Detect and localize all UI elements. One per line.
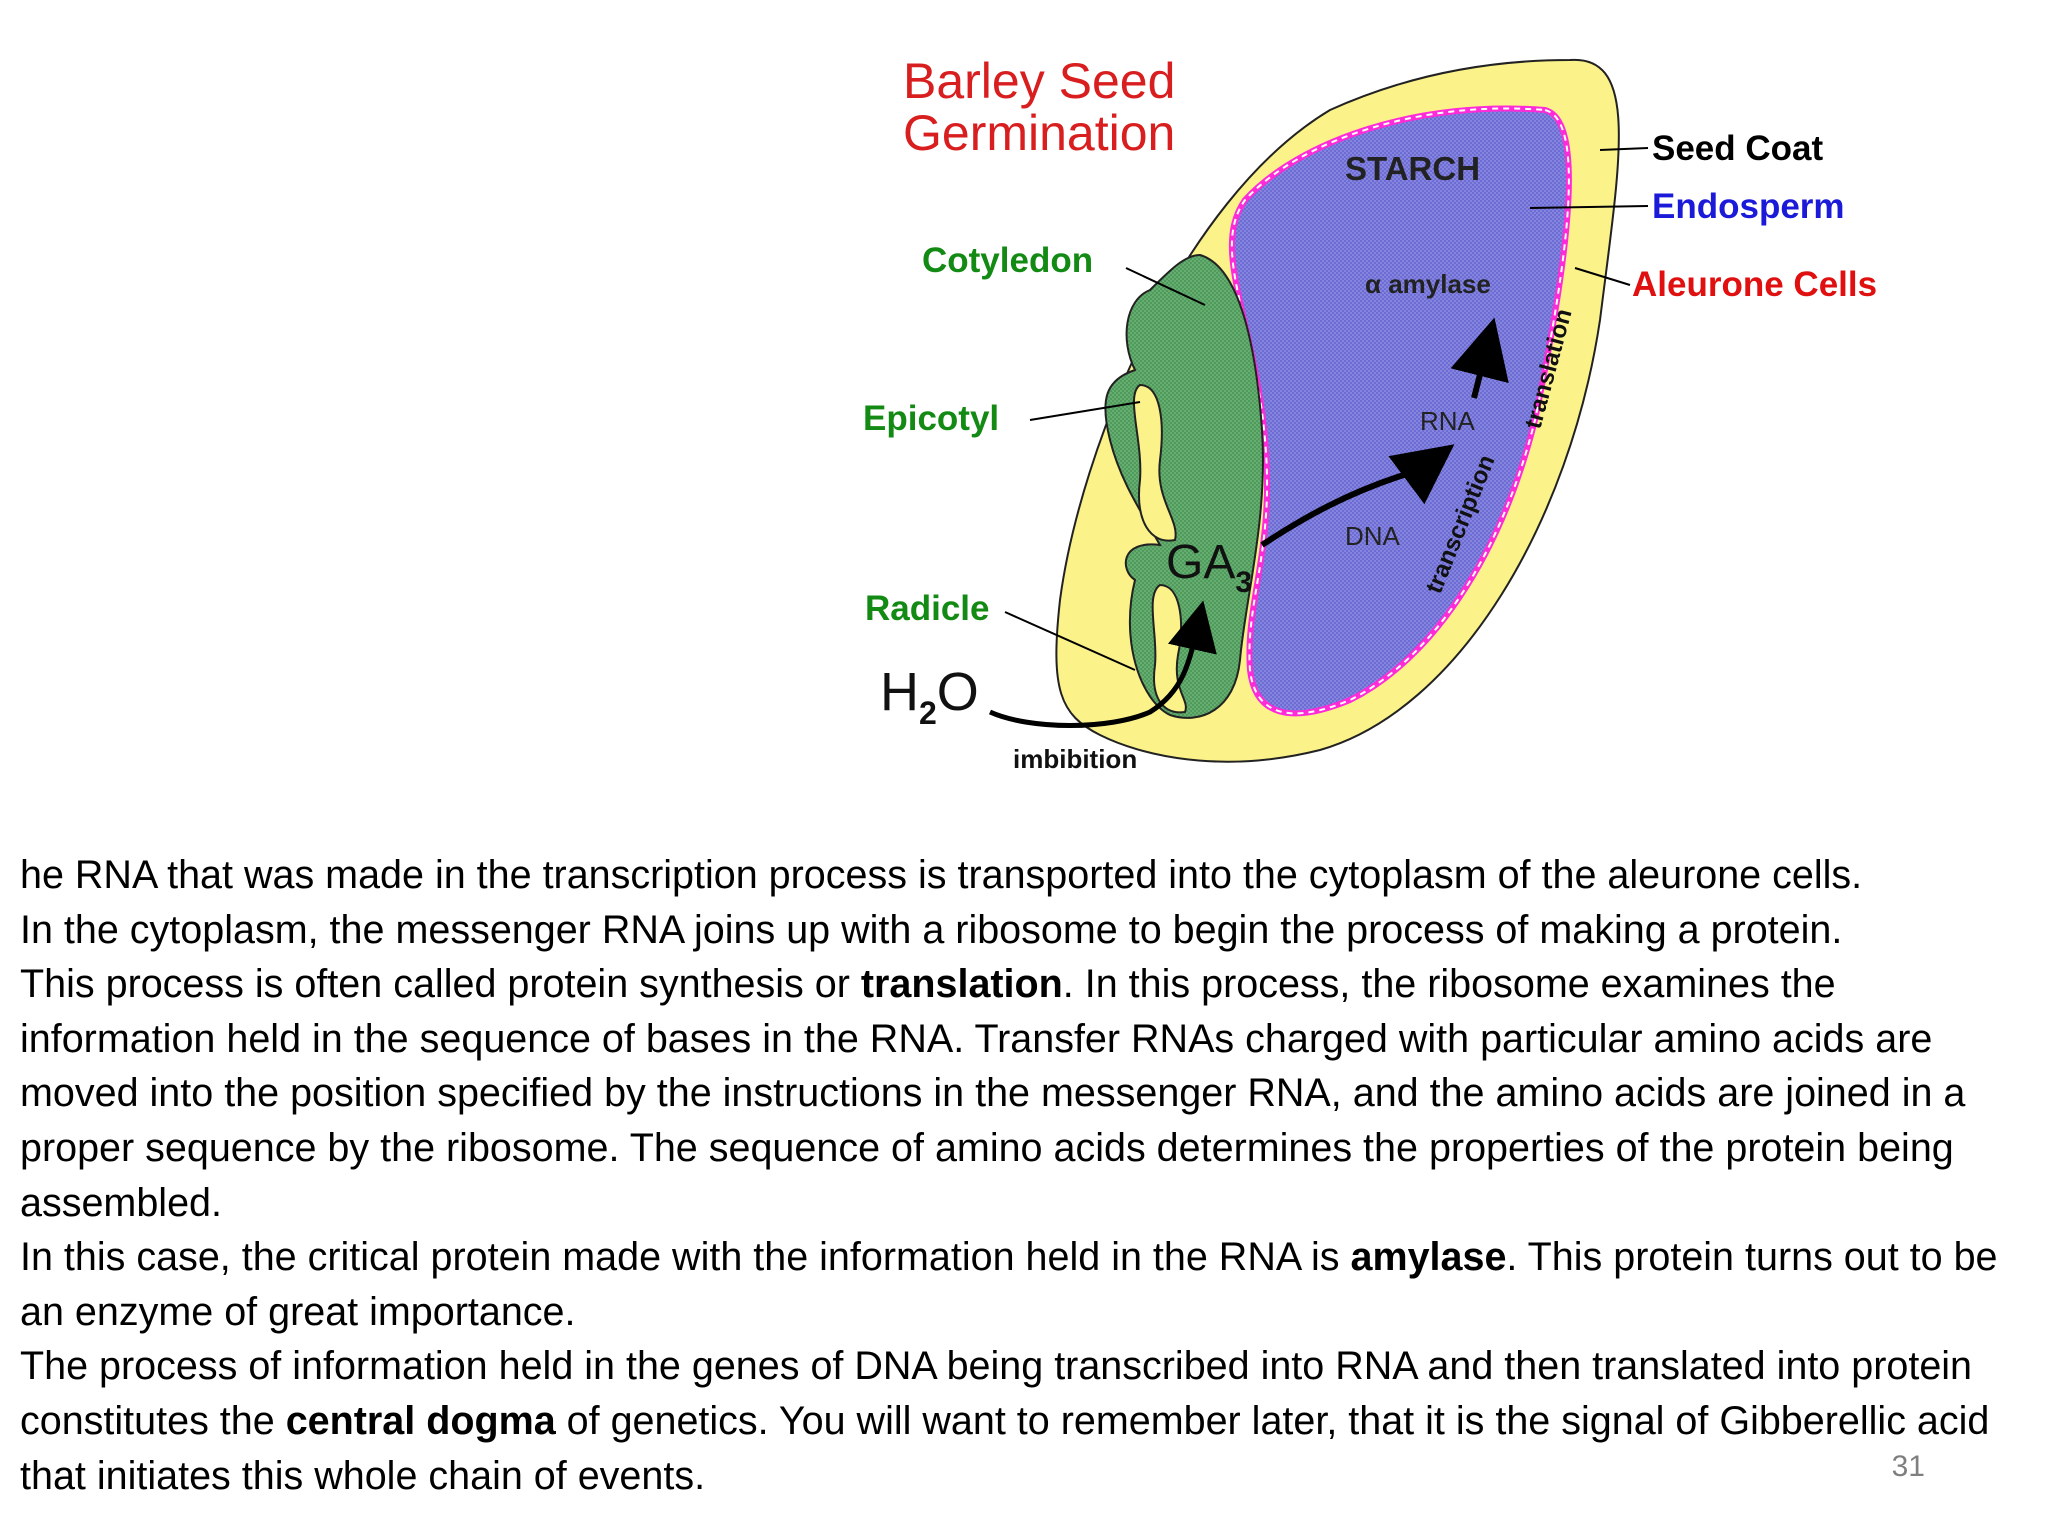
para5-post: of genetics. You will want to remember l… xyxy=(20,1398,1990,1498)
aleurone-layer xyxy=(1230,107,1570,715)
para3-post: . In this process, the ribosome examines… xyxy=(20,962,1966,1225)
epicotyl-notch xyxy=(1132,383,1177,542)
cotyledon-leader xyxy=(1125,267,1206,306)
label-imbibition: imbibition xyxy=(1013,744,1137,774)
label-alpha-amylase: α amylase xyxy=(1365,269,1491,299)
paragraph-2: In the cytoplasm, the messenger RNA join… xyxy=(20,903,2030,958)
term-amylase: amylase xyxy=(1350,1235,1507,1280)
epicotyl-leader xyxy=(1029,401,1141,421)
label-radicle: Radicle xyxy=(865,589,990,628)
body-text: he RNA that was made in the transcriptio… xyxy=(20,848,2030,1503)
paragraph-4: In this case, the critical protein made … xyxy=(20,1230,2030,1339)
label-dna: DNA xyxy=(1345,521,1401,551)
term-central-dogma: central dogma xyxy=(285,1398,556,1443)
label-cotyledon: Cotyledon xyxy=(922,241,1093,280)
label-endosperm: Endosperm xyxy=(1652,187,1845,226)
paragraph-1: he RNA that was made in the transcriptio… xyxy=(20,848,2030,903)
barley-seed-diagram: Barley Seed Germination Seed Coat Endosp… xyxy=(863,53,1877,774)
diagram-title-line2: Germination xyxy=(903,105,1175,161)
paragraph-5: The process of information held in the g… xyxy=(20,1339,2030,1503)
para3-pre: This process is often called protein syn… xyxy=(20,962,861,1007)
label-seed-coat: Seed Coat xyxy=(1652,129,1823,168)
radicle-leader xyxy=(1004,611,1136,671)
para4-pre: In this case, the critical protein made … xyxy=(20,1235,1351,1280)
water-h: H xyxy=(880,662,919,722)
endosperm-leader xyxy=(1529,205,1649,209)
imbibition-arrow xyxy=(988,600,1217,728)
label-epicotyl: Epicotyl xyxy=(863,399,999,438)
ga-to-rna-arrow xyxy=(1260,444,1455,548)
embryo-shape xyxy=(1104,253,1264,719)
label-starch: STARCH xyxy=(1345,150,1480,187)
aleurone-leader xyxy=(1574,267,1631,286)
water-subscript: 2 xyxy=(919,695,937,731)
label-ga3: GA3 xyxy=(1166,536,1252,599)
ga-base: GA xyxy=(1166,536,1235,589)
para5-pre: The process of information held in the g… xyxy=(20,1344,1973,1443)
para2-text: In the cytoplasm, the messenger RNA join… xyxy=(20,907,1843,952)
water-o: O xyxy=(937,662,979,722)
seed-coat-leader xyxy=(1599,147,1649,151)
para4-post: . This protein turns out to be an enzyme… xyxy=(20,1235,1998,1334)
label-aleurone-cells: Aleurone Cells xyxy=(1632,265,1877,304)
endosperm-shape xyxy=(1228,105,1572,717)
paragraph-3: This process is often called protein syn… xyxy=(20,957,2030,1230)
para1-text: he RNA that was made in the transcriptio… xyxy=(20,853,1863,897)
label-h2o: H2O xyxy=(880,662,979,731)
diagram-title-line1: Barley Seed xyxy=(903,53,1175,109)
rna-to-amylase-arrow xyxy=(1450,317,1509,399)
slide-number: 31 xyxy=(1891,1450,1925,1483)
label-rna: RNA xyxy=(1420,406,1476,436)
ga-subscript: 3 xyxy=(1235,566,1252,599)
term-translation: translation xyxy=(860,962,1063,1007)
